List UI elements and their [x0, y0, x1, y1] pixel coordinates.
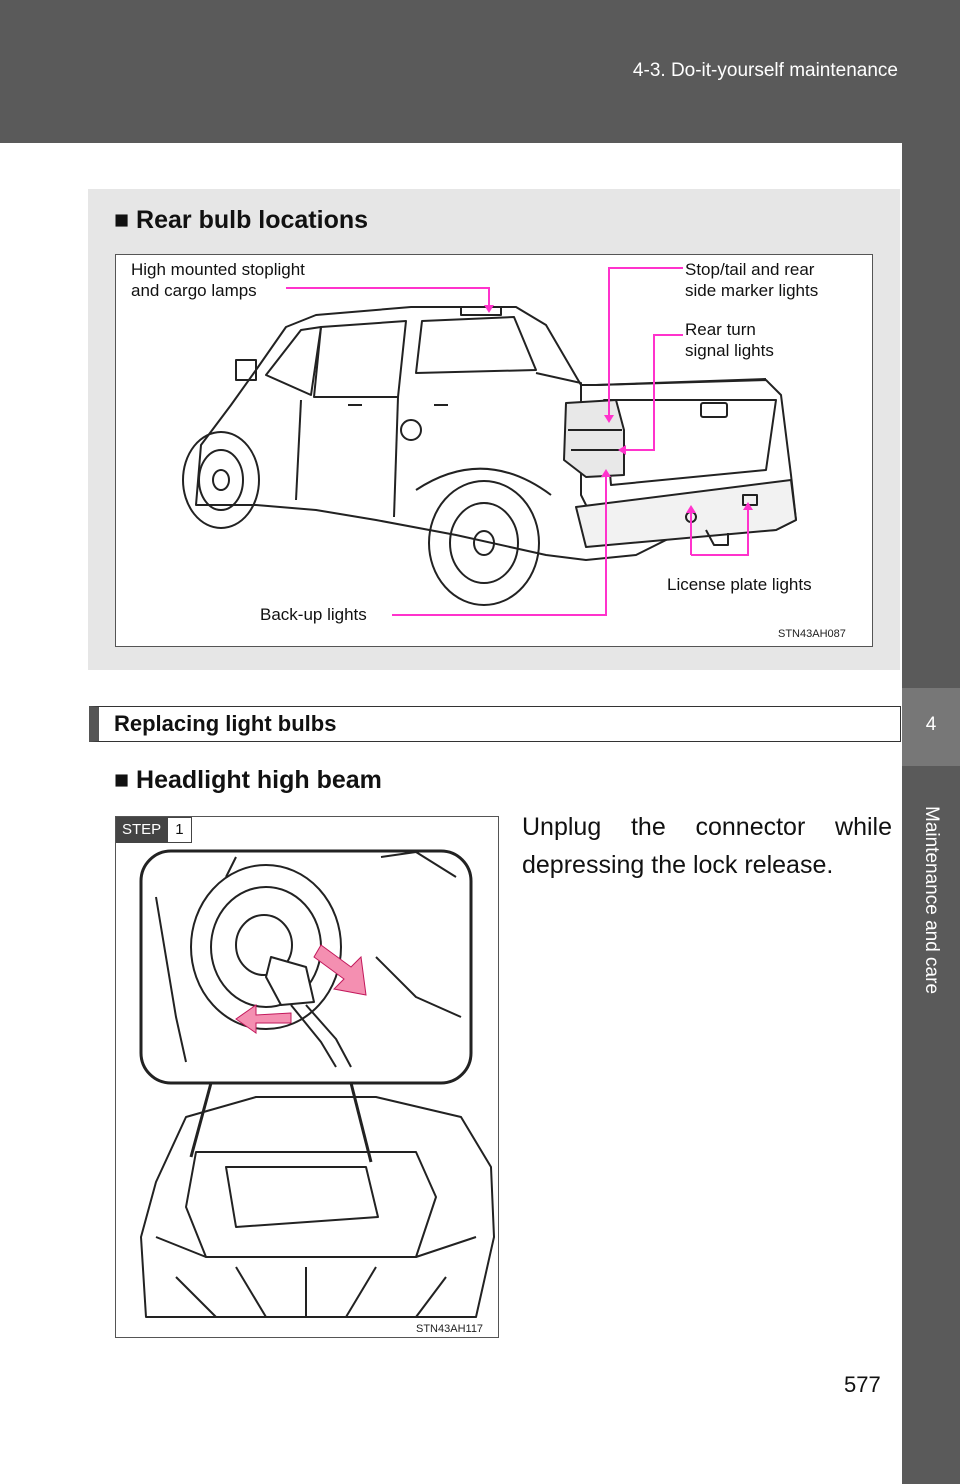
side-tab-lower [902, 766, 960, 1484]
step-badge: STEP 1 [116, 817, 192, 843]
headlight-illustration [139, 849, 495, 1318]
direction-arrows [235, 944, 367, 1034]
step-label: STEP [116, 817, 168, 843]
header-section-title: 4-3. Do-it-yourself maintenance [632, 60, 898, 81]
chapter-number-tab: 4 [902, 688, 960, 766]
label-stop-tail-lights: Stop/tail and rear side marker lights [685, 260, 819, 300]
chapter-title: Maintenance and care [921, 805, 942, 995]
callout-arrowheads [484, 305, 753, 513]
headlight-figure-code: STN43AH117 [416, 1323, 484, 1335]
step-number: 1 [167, 817, 192, 843]
label-high-mounted-stoplight: High mounted stoplight and cargo lamps [131, 260, 305, 300]
section-title: Replacing light bulbs [114, 711, 337, 736]
section-title-bar: Replacing light bulbs [89, 706, 901, 742]
headlight-step-figure: STEP 1 STN43AH117 [115, 816, 499, 1338]
headlight-heading: ■ Headlight high beam [114, 766, 382, 794]
label-backup-lights: Back-up lights [260, 605, 367, 624]
truck-rear-illustration [182, 267, 797, 616]
rear-bulb-figure: High mounted stoplight and cargo lamps S… [115, 254, 873, 647]
label-license-plate-lights: License plate lights [667, 575, 812, 594]
label-rear-turn-signal: Rear turn signal lights [685, 320, 774, 360]
page-header: 4-3. Do-it-yourself maintenance [0, 0, 960, 143]
rear-figure-code: STN43AH087 [778, 628, 846, 640]
side-tab-upper [902, 143, 960, 688]
rear-bulb-heading: ■ Rear bulb locations [114, 206, 369, 234]
callout-lines [286, 267, 749, 616]
chapter-title-tab: Maintenance and care [902, 770, 960, 1030]
chapter-number: 4 [925, 714, 937, 735]
page-number: 577 [844, 1372, 881, 1397]
step-instruction: Unplug the connector while depressing th… [522, 813, 892, 879]
